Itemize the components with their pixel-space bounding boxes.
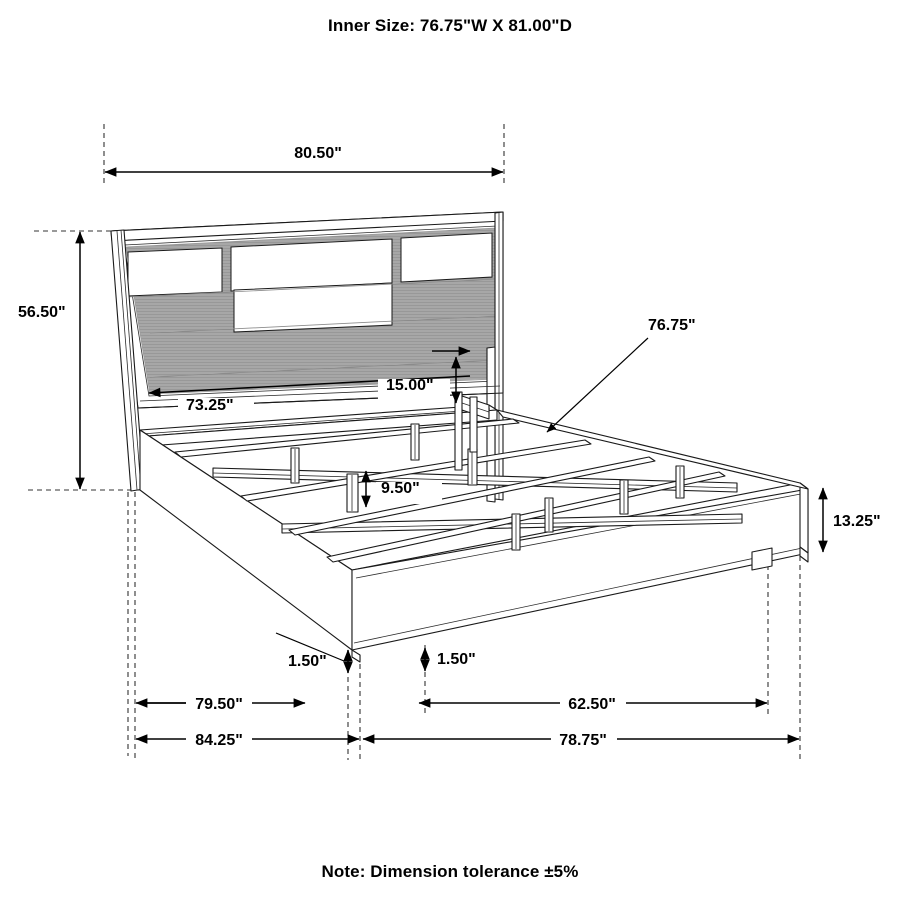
headboard-inset-panel-1 xyxy=(127,247,223,297)
dim-label-56-50: 56.50" xyxy=(18,304,66,321)
dim-label-9-50: 9.50" xyxy=(381,480,420,497)
dim-label-73-25: 73.25" xyxy=(186,397,234,414)
dimline-1-50-left-leader xyxy=(275,632,345,662)
dim-label-62-50: 62.50" xyxy=(568,696,616,713)
bed-frame xyxy=(139,391,809,663)
headboard-seam-lines xyxy=(126,278,497,378)
slat-leg-group xyxy=(290,423,685,551)
headboard-inset-panel-2 xyxy=(230,238,393,292)
frame-skirt-near xyxy=(351,488,809,651)
page-title: Inner Size: 76.75"W X 81.00"D xyxy=(328,16,572,35)
dim-label-1-50-right: 1.50" xyxy=(437,651,476,668)
frame-rail-right xyxy=(799,482,809,554)
dimension-lines xyxy=(75,167,828,749)
headboard-inset-panel-4 xyxy=(233,282,393,333)
dimension-labels: 80.50" 56.50" 73.25" 15.00" 76.75" 9.50"… xyxy=(18,145,881,749)
dim-label-1-50-left: 1.50" xyxy=(288,653,327,670)
dim-label-15-00: 15.00" xyxy=(386,377,434,394)
headboard xyxy=(110,211,504,503)
dim-label-78-75: 78.75" xyxy=(559,732,607,749)
slat-group xyxy=(174,418,726,563)
headboard-inset-panel-3 xyxy=(400,232,493,283)
dim-label-80-50: 80.50" xyxy=(294,145,342,162)
dim-label-84-25: 84.25" xyxy=(195,732,243,749)
tolerance-note: Note: Dimension tolerance ±5% xyxy=(321,862,579,881)
frame-skirt-left xyxy=(139,429,353,651)
frame-rail-right-top xyxy=(496,409,809,490)
dim-label-13-25: 13.25" xyxy=(833,513,881,530)
dimline-76-75-leader xyxy=(546,337,649,433)
dimline-73-25 xyxy=(148,375,471,398)
dim-label-79-50: 79.50" xyxy=(195,696,243,713)
frame-bracket xyxy=(454,391,490,471)
dim-label-76-75: 76.75" xyxy=(648,317,696,334)
